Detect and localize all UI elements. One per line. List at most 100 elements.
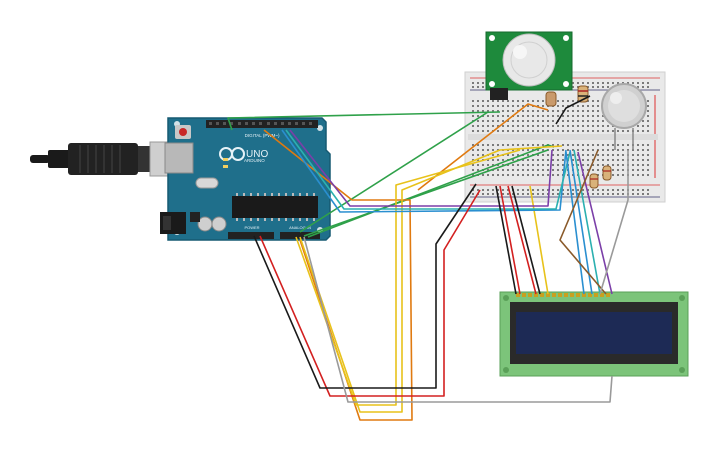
breadboard-hole <box>477 120 479 122</box>
breadboard-hole <box>482 144 484 146</box>
breadboard-hole <box>592 86 594 88</box>
breadboard-hole <box>547 189 549 191</box>
breadboard-hole <box>472 86 474 88</box>
lcd-pin <box>516 293 520 297</box>
breadboard-hole <box>492 159 494 161</box>
breadboard-hole <box>532 120 534 122</box>
breadboard-hole <box>522 193 524 195</box>
breadboard-hole <box>522 105 524 107</box>
breadboard-hole <box>637 189 639 191</box>
breadboard-hole <box>622 174 624 176</box>
wire-orange <box>417 103 549 191</box>
lcd-pin <box>606 293 610 297</box>
breadboard-hole <box>577 149 579 151</box>
breadboard-hole <box>532 100 534 102</box>
breadboard-hole <box>472 82 474 84</box>
breadboard-hole <box>647 130 649 132</box>
breadboard-hole <box>597 144 599 146</box>
breadboard-hole <box>517 164 519 166</box>
breadboard-hole <box>592 82 594 84</box>
breadboard-hole <box>592 100 594 102</box>
breadboard-hole <box>602 159 604 161</box>
breadboard-hole <box>622 154 624 156</box>
breadboard-hole <box>557 100 559 102</box>
wire-red <box>499 185 521 295</box>
breadboard-hole <box>562 105 564 107</box>
reset-button-cap[interactable] <box>179 128 187 136</box>
breadboard-hole <box>572 144 574 146</box>
usb-socket <box>164 142 194 174</box>
breadboard-hole <box>472 189 474 191</box>
breadboard-hole <box>527 193 529 195</box>
breadboard-hole <box>532 130 534 132</box>
breadboard-hole <box>547 193 549 195</box>
digital-label: DIGITAL (PWM~) <box>245 133 280 138</box>
breadboard-hole <box>642 174 644 176</box>
lcd-pin <box>588 293 592 297</box>
breadboard-hole <box>522 164 524 166</box>
breadboard-hole <box>512 164 514 166</box>
breadboard-hole <box>637 174 639 176</box>
breadboard-hole <box>642 169 644 171</box>
breadboard-hole <box>572 105 574 107</box>
breadboard-hole <box>502 125 504 127</box>
breadboard-hole <box>542 100 544 102</box>
breadboard-hole <box>552 144 554 146</box>
breadboard-hole <box>557 164 559 166</box>
breadboard-hole <box>562 189 564 191</box>
breadboard-hole <box>597 193 599 195</box>
breadboard-hole <box>477 144 479 146</box>
breadboard-hole <box>572 174 574 176</box>
breadboard-hole <box>612 144 614 146</box>
breadboard-hole <box>487 149 489 151</box>
breadboard-hole <box>527 125 529 127</box>
breadboard-hole <box>562 144 564 146</box>
breadboard-hole <box>582 110 584 112</box>
wire-black <box>253 183 477 389</box>
lcd-pin <box>576 293 580 297</box>
breadboard-hole <box>557 193 559 195</box>
breadboard-hole <box>547 120 549 122</box>
breadboard-hole <box>592 125 594 127</box>
breadboard-hole <box>587 82 589 84</box>
breadboard-hole <box>642 86 644 88</box>
breadboard-hole <box>562 100 564 102</box>
breadboard-hole <box>542 149 544 151</box>
breadboard-hole <box>572 189 574 191</box>
breadboard-hole <box>592 115 594 117</box>
breadboard-hole <box>502 144 504 146</box>
breadboard-hole <box>522 130 524 132</box>
breadboard-hole <box>572 120 574 122</box>
breadboard-hole <box>497 120 499 122</box>
breadboard-hole <box>537 120 539 122</box>
breadboard-hole <box>517 125 519 127</box>
breadboard-hole <box>477 159 479 161</box>
breadboard-hole <box>497 105 499 107</box>
wires <box>227 95 629 421</box>
breadboard-hole <box>537 100 539 102</box>
breadboard-hole <box>587 110 589 112</box>
wire-yellow <box>299 145 563 413</box>
breadboard-hole <box>647 189 649 191</box>
breadboard-hole <box>507 130 509 132</box>
breadboard-hole <box>477 189 479 191</box>
breadboard-hole <box>562 130 564 132</box>
breadboard-hole <box>617 82 619 84</box>
breadboard-hole <box>477 115 479 117</box>
breadboard-hole <box>637 86 639 88</box>
breadboard-hole <box>487 120 489 122</box>
breadboard-hole <box>557 110 559 112</box>
breadboard-hole <box>497 159 499 161</box>
breadboard-hole <box>542 110 544 112</box>
breadboard-hole <box>567 154 569 156</box>
breadboard-hole <box>622 169 624 171</box>
breadboard-hole <box>542 125 544 127</box>
breadboard-hole <box>592 149 594 151</box>
wire-yellow <box>529 185 549 295</box>
breadboard-hole <box>532 189 534 191</box>
breadboard-hole <box>567 189 569 191</box>
breadboard-hole <box>617 169 619 171</box>
breadboard-hole <box>622 149 624 151</box>
breadboard-hole <box>542 120 544 122</box>
breadboard-hole <box>567 144 569 146</box>
